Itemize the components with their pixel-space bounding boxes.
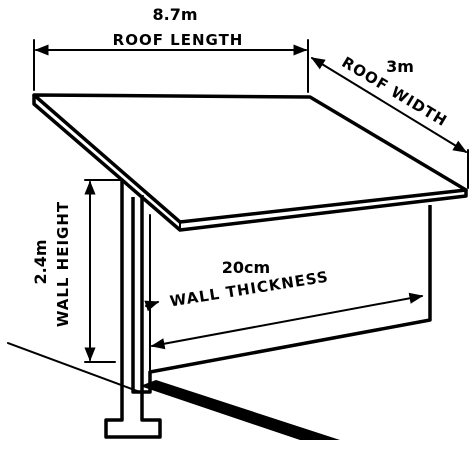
back-wall xyxy=(131,197,432,394)
roof-length-dimension: 8.7m ROOF LENGTH xyxy=(33,5,309,93)
wall-thickness-dimension: 20cm WALL THICKNESS xyxy=(144,258,424,350)
roof-length-label: ROOF LENGTH xyxy=(113,31,244,49)
roof-length-value: 8.7m xyxy=(152,5,197,24)
roof-width-dimension: 3m ROOF WIDTH xyxy=(310,53,469,189)
ground xyxy=(7,342,340,440)
wall-height-value: 2.4m xyxy=(31,239,50,284)
wall-height-dimension: 2.4m WALL HEIGHT xyxy=(31,179,121,363)
ground-shadow xyxy=(140,380,340,440)
roof-width-value: 3m xyxy=(386,57,414,76)
roof xyxy=(32,93,468,232)
wall-height-label: WALL HEIGHT xyxy=(54,201,72,327)
wall-thickness-value: 20cm xyxy=(222,258,270,277)
front-post xyxy=(104,180,162,439)
